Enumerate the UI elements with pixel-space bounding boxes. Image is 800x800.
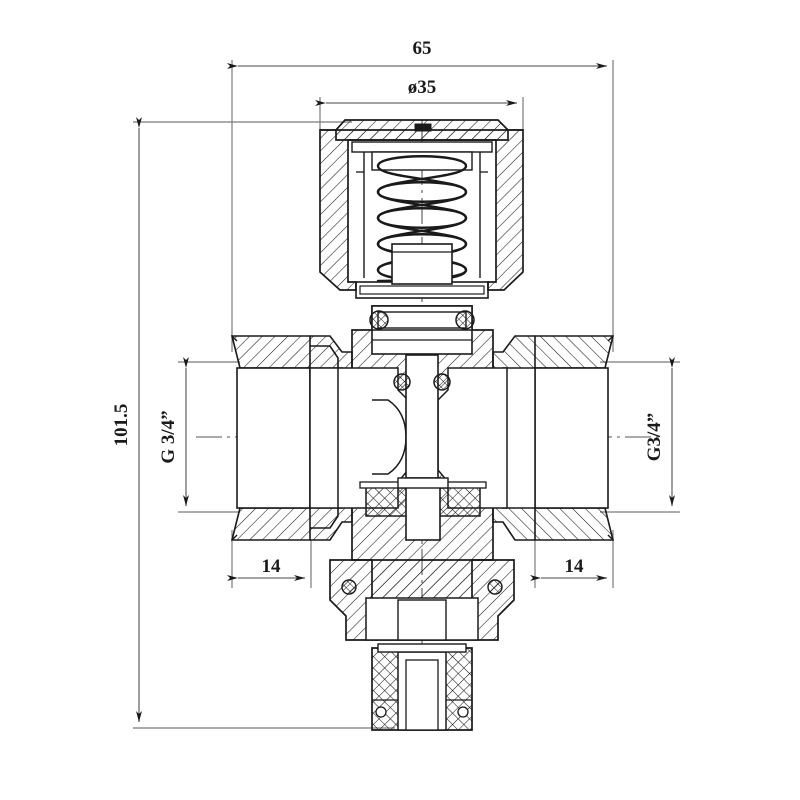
dim-cap-diameter-label: ø35	[408, 77, 437, 98]
spring-guide	[391, 243, 453, 285]
valve-assembly	[230, 119, 615, 731]
left-port	[230, 335, 353, 541]
dim-right-port-label: 14	[565, 556, 585, 577]
dimension-arrows	[136, 63, 675, 722]
valve-body	[337, 281, 508, 601]
lower-body	[329, 477, 515, 731]
dim-overall-width-label: 65	[413, 38, 432, 59]
dim-right-thread-label: G3/4”	[644, 413, 665, 462]
spring-bonnet	[319, 119, 524, 291]
dim-overall-height-label: 101.5	[111, 404, 132, 447]
right-port	[492, 335, 615, 541]
dim-left-thread-label: G 3/4”	[158, 410, 179, 463]
dim-left-port-label: 14	[262, 556, 282, 577]
